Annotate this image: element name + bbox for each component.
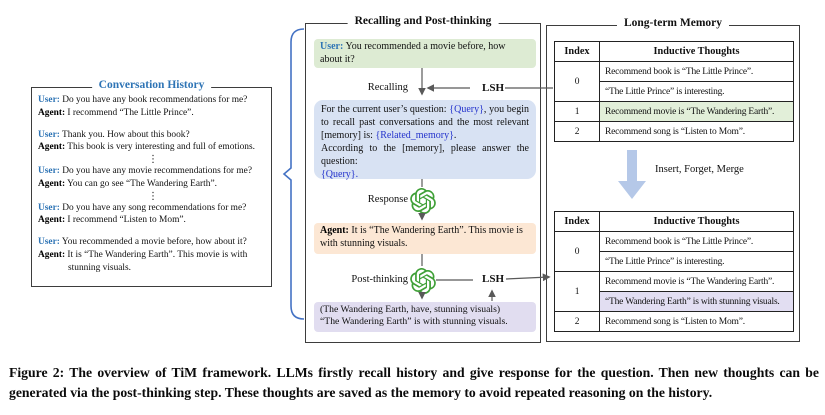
conversation-turn: User: Do you have any song recommendatio…	[38, 202, 268, 228]
lsh-top-label: LSH	[477, 82, 509, 94]
thought-cell: “The Little Prince” is interesting.	[599, 81, 794, 102]
column-header: Index	[554, 211, 600, 232]
user-line: User: Do you have any song recommendatio…	[38, 202, 247, 213]
agent-line: Agent: I recommend “The Little Prince”.	[38, 107, 194, 118]
openai-llm-icon	[410, 268, 436, 294]
final-query-token: {Query}.	[321, 169, 359, 180]
brace-path	[282, 28, 305, 320]
user-speaker-label: User:	[320, 41, 344, 52]
agent-line: Agent: I recommend “Listen to Mom”.	[38, 215, 186, 226]
agent-speaker-label: Agent:	[38, 107, 66, 118]
index-cell: 1	[554, 101, 600, 122]
lsh-bottom-label: LSH	[477, 273, 509, 285]
thought-cell: “The Little Prince” is interesting.	[599, 251, 794, 272]
agent-speaker-label: Agent:	[38, 178, 66, 189]
agent-line: Agent: This book is very interesting and…	[38, 142, 255, 153]
post-thinking-label: Post-thinking	[351, 274, 408, 285]
conversation-history-panel: Conversation History User: Do you have a…	[31, 79, 272, 287]
long-term-memory-title: Long-term Memory	[616, 17, 730, 29]
agent-line: Agent: It is “The Wandering Earth”. This…	[38, 250, 248, 273]
user-speaker-label: User:	[38, 202, 60, 213]
thought-cell: Recommend movie is “The Wandering Earth”…	[599, 271, 794, 292]
thought-cell: Recommend movie is “The Wandering Earth”…	[599, 101, 794, 122]
response-label: Response	[367, 194, 408, 205]
thought-cell: Recommend song is “Listen to Mom”.	[599, 311, 794, 332]
column-header: Index	[554, 41, 600, 62]
thought-sentence: “The Wandering Earth” is with stunning v…	[320, 316, 508, 328]
user-speaker-label: User:	[38, 166, 60, 177]
recalling-post-thinking-title: Recalling and Post-thinking	[347, 15, 499, 27]
recalling-post-thinking-panel: Recalling and Post-thinking User: You re…	[305, 15, 541, 343]
thought-cell: Recommend book is “The Little Prince”.	[599, 61, 794, 82]
user-line: User: Do you have any movie recommendati…	[38, 166, 253, 177]
history-brace	[282, 28, 305, 320]
agent-speaker-label: Agent:	[320, 225, 349, 236]
user-line: User: You recommended a movie before, ho…	[38, 237, 247, 248]
thought-cell: Recommend song is “Listen to Mom”.	[599, 121, 794, 142]
agent-speaker-label: Agent:	[38, 215, 66, 226]
conversation-turn: User: Thank you. How about this book? Age…	[38, 129, 268, 155]
agent-response-text: It is “The Wandering Earth”. This movie …	[320, 225, 523, 249]
user-query-text: You recommended a movie before, how abou…	[320, 41, 506, 65]
index-cell: 0	[554, 61, 600, 102]
recall-prompt-box: For the current user’s question: {Query}…	[314, 100, 536, 180]
conversation-turn: User: You recommended a movie before, ho…	[38, 236, 268, 274]
figure-caption: Figure 2: The overview of TiM framework.…	[9, 365, 819, 401]
recall-prompt-sentence2: According to the [memory], please answer…	[321, 143, 529, 167]
conversation-turn: User: Do you have any book recommendatio…	[38, 94, 268, 120]
index-cell: 1	[554, 271, 600, 312]
turn-gap	[38, 227, 268, 236]
agent-response-box: Agent: It is “The Wandering Earth”. This…	[314, 223, 536, 254]
column-header: Inductive Thoughts	[599, 41, 794, 62]
user-speaker-label: User:	[38, 95, 60, 105]
related-memory-token: {Related_memory}	[375, 130, 454, 141]
user-line: User: Thank you. How about this book?	[38, 129, 190, 140]
thought-triple: (The Wandering Earth, have, stunning vis…	[320, 304, 501, 315]
user-speaker-label: User:	[38, 129, 60, 140]
recall-prompt-paragraph: For the current user’s question: {Query}…	[321, 104, 530, 141]
conversation-history-title: Conversation History	[91, 79, 212, 91]
turn-gap	[38, 120, 268, 129]
ellipsis-separator: ⋮	[148, 154, 158, 166]
agent-line: Agent: You can go see “The Wandering Ear…	[38, 178, 217, 189]
user-speaker-label: User:	[38, 237, 60, 248]
index-cell: 0	[554, 231, 600, 272]
openai-llm-icon	[410, 188, 436, 214]
agent-speaker-label: Agent:	[38, 250, 66, 261]
conversation-turn: User: Do you have any movie recommendati…	[38, 165, 268, 191]
query-token: {Query}	[449, 104, 484, 115]
index-cell: 2	[554, 121, 600, 142]
agent-speaker-label: Agent:	[38, 142, 66, 153]
thought-cell: “The Wandering Earth” is with stunning v…	[599, 291, 794, 312]
index-cell: 2	[554, 311, 600, 332]
recalling-label: Recalling	[367, 82, 408, 93]
conversation-turns: User: Do you have any book recommendatio…	[32, 88, 271, 275]
user-line: User: Do you have any book recommendatio…	[38, 95, 248, 105]
user-query-box: User: You recommended a movie before, ho…	[314, 39, 536, 68]
generated-thoughts-box: (The Wandering Earth, have, stunning vis…	[314, 302, 536, 332]
thought-cell: Recommend book is “The Little Prince”.	[599, 231, 794, 252]
column-header: Inductive Thoughts	[599, 211, 794, 232]
insert-forget-merge-label: Insert, Forget, Merge	[655, 164, 744, 175]
ellipsis-separator: ⋮	[148, 190, 158, 202]
table-row: “The Wandering Earth” is with stunning v…	[555, 291, 794, 312]
